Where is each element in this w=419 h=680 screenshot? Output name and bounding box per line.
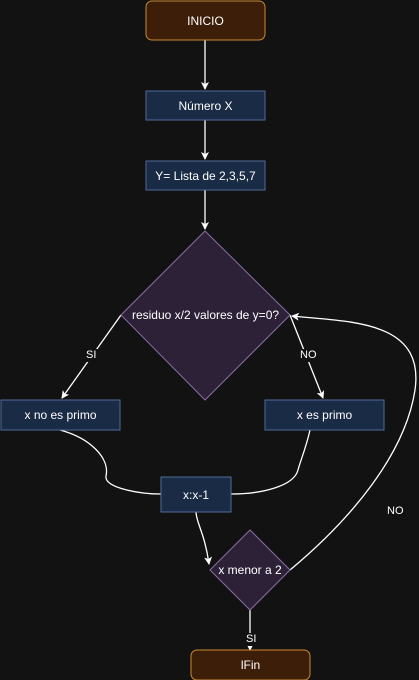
list-box	[145, 160, 266, 191]
decrement-box	[160, 476, 232, 513]
end-terminal	[190, 649, 311, 680]
input-box	[145, 90, 266, 121]
edge-label-no-right: NO	[298, 349, 319, 362]
edge-label-si-left: SI	[84, 349, 99, 362]
edge-label-no-loop: NO	[385, 505, 406, 518]
start-terminal	[145, 0, 266, 41]
edge-decrement-to-decision-less	[195, 511, 213, 565]
decision-less-diamond	[209, 529, 291, 611]
edge-label-si-end: SI	[244, 633, 259, 646]
edge-prime-to-decrement	[230, 429, 311, 495]
prime-box	[264, 399, 385, 431]
edge-decision-less-loop-back	[289, 312, 417, 571]
decision-residue-diamond	[120, 230, 291, 401]
edge-not-prime-to-decrement	[59, 429, 162, 495]
not-prime-box	[0, 399, 121, 431]
